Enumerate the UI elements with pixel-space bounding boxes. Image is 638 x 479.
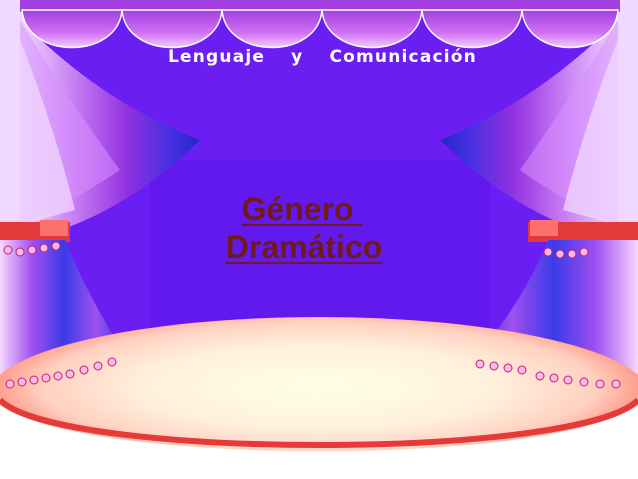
slide-title: Género Dramático <box>200 190 410 266</box>
top-valance <box>21 9 619 49</box>
subject-word: Comunicación <box>329 47 477 67</box>
subject-heading: Lenguaje y Comunicación <box>150 44 495 70</box>
subject-word: Lenguaje <box>167 47 266 67</box>
title-line-1: Género <box>241 191 363 227</box>
stage-floor <box>0 317 638 473</box>
right-bead-trim <box>475 247 621 389</box>
left-bead-trim <box>3 241 117 389</box>
subject-word: y <box>291 47 304 67</box>
title-line-2: Dramático <box>225 229 383 265</box>
